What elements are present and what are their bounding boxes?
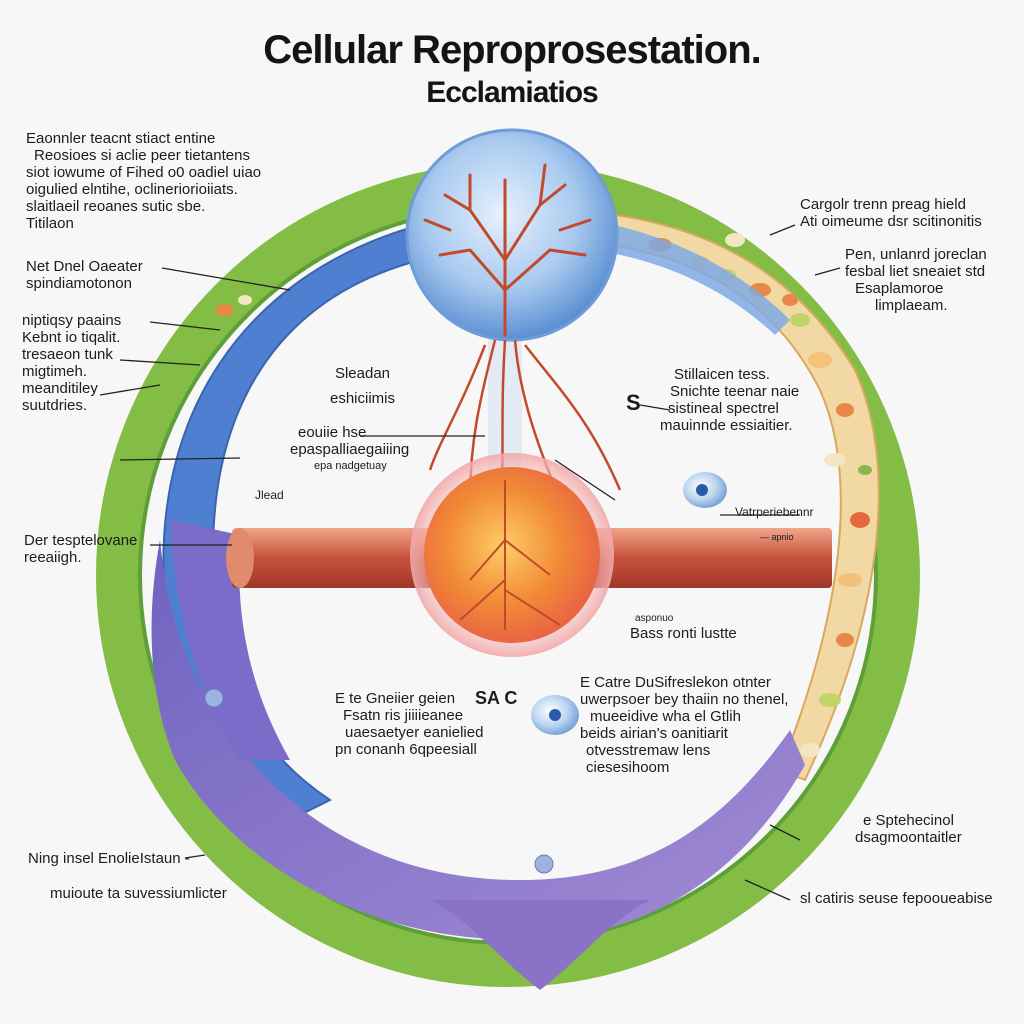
- label-right-mid-line-4: mauinnde essiaitier.: [660, 417, 793, 434]
- label-top-left-line-4: oigulied elntihe, oclineriorioiiats.: [26, 181, 238, 198]
- label-right-low-line-1: e Sptehecinol: [863, 812, 954, 829]
- purple-band: [151, 540, 805, 940]
- label-left-mid: niptiqsy paains Kebnt io tiqalit. tresae…: [22, 312, 121, 414]
- label-left-lower-line-1: Der tesptelovane: [24, 532, 138, 549]
- label-e-cluster-2-line-6: ciesesihoom: [586, 759, 670, 776]
- bottom-sphere: [424, 467, 600, 643]
- label-right-mid-line-2: Snichte teenar naie: [670, 383, 800, 400]
- label-right-upper-line-2: fesbal liet sneaiet std: [845, 263, 986, 280]
- label-e-cluster-1-line-1: E te Gneiier geien: [335, 690, 456, 707]
- diagram-subtitle: Ecclamiatios: [426, 76, 598, 109]
- dendrite-tree: [423, 163, 592, 337]
- label-right-mid: Stillaicen tess. Snichte teenar naie sis…: [660, 366, 799, 434]
- label-left-mid-line-2: Kebnt io tiqalit.: [22, 329, 121, 346]
- label-right-upper-line-4: limplaeam.: [875, 297, 948, 314]
- label-epas-line-3: epa nadgetuay: [314, 460, 387, 472]
- label-left-mid-line-4: migtimeh.: [22, 363, 88, 380]
- bar-end: [226, 528, 254, 588]
- bottom-sphere-veins: [459, 480, 561, 630]
- label-right-mid-line-3: sistineal spectrel: [668, 400, 779, 417]
- label-left-lower: Der tesptelovane reeaiigh.: [24, 532, 137, 566]
- label-top-right-line-1: Cargolr trenn preag hield: [800, 196, 966, 213]
- label-right-upper-line-1: Pen, unlanrd joreclan: [845, 246, 987, 263]
- label-e-cluster-2-line-5: otvesstremaw lens: [586, 742, 711, 759]
- label-e-cluster-1-line-2: Fsatn ris jiiiieanee: [343, 707, 464, 724]
- label-left-lower-line-2: reeaiigh.: [24, 549, 82, 566]
- label-top-left-line-5: slaitlaeil reoanes sutic sbe.: [26, 198, 206, 215]
- label-sheadan-line-1: Sleadan: [334, 365, 391, 382]
- label-c-letter: SA C: [475, 688, 518, 708]
- bubble-bottom: [534, 854, 554, 874]
- organelle-right-core: [696, 484, 708, 496]
- label-e-cluster-1-line-4: pn conanh 6qpeesiall: [335, 741, 477, 758]
- label-e-cluster-1-line-3: uaesaetyer eanielied: [345, 724, 484, 741]
- label-bottom-right: sl catiris seuse fepooueabise: [800, 890, 993, 907]
- label-top-left-line-2: Reosioes si aclie peer tietantens: [34, 147, 250, 164]
- label-bottom-left-1: Ning insel EnolieIstaun -: [28, 850, 190, 867]
- label-top-right-line-2: Ati oimeume dsr scitinonitis: [800, 213, 982, 230]
- label-e-cluster-2-line-4: beids airian's oanitiarit: [580, 725, 728, 742]
- label-left-mid-line-5: meanditiley: [22, 380, 98, 397]
- purple-left-lobe: [170, 520, 290, 760]
- top-sphere: [405, 128, 619, 342]
- label-net-dnel-line-2: spindiamotonon: [26, 275, 132, 292]
- label-left-mid-line-1: niptiqsy paains: [22, 312, 122, 329]
- diagram-title: Cellular Reproprosestation.: [263, 28, 762, 72]
- label-right-low-line-2: dsagmoontaitler: [855, 829, 962, 846]
- label-top-left-line-6: Titilaon: [26, 215, 74, 232]
- label-e-cluster-2-line-2: uwerpsoer bey thaiin no thenel,: [580, 691, 789, 708]
- label-sheadan-line-2: eshiciimis: [330, 390, 396, 407]
- organelle-center-core: [549, 709, 561, 721]
- label-epas-line-1: eouiie hse: [298, 424, 367, 441]
- label-e-cluster-2: E Catre DuSifreslekon otnter uwerpsoer b…: [580, 674, 788, 776]
- label-epas: eouiie hse epaspalliaegaiiing epa nadget…: [290, 424, 409, 475]
- label-top-right: Cargolr trenn preag hield Ati oimeume ds…: [800, 196, 982, 230]
- label-base-rondi: Bass ronti lustte: [630, 625, 737, 642]
- label-top-left-line-1: Eaonnler teacnt stiact entine: [26, 130, 216, 147]
- label-left-mid-line-6: suutdries.: [22, 397, 88, 414]
- label-top-left-line-3: siot iowume of Fihed o0 oadiel uiao: [26, 164, 262, 181]
- label-top-left: Eaonnler teacnt stiact entine Reosioes s…: [26, 130, 261, 232]
- label-right-low: e Sptehecinol dsagmoontaitler: [855, 812, 962, 846]
- label-apon: asponuo: [635, 613, 674, 624]
- label-e-cluster-2-line-3: mueeidive wha el Gtlih: [590, 708, 741, 725]
- purple-drop: [430, 900, 650, 990]
- bubble-left: [204, 688, 224, 708]
- label-s-letter: S: [626, 390, 641, 415]
- label-net-dnel-line-1: Net Dnel Oaeater: [26, 258, 143, 275]
- label-right-upper: Pen, unlanrd joreclan fesbal liet sneaie…: [845, 246, 987, 314]
- label-left-mid-line-3: tresaeon tunk: [22, 346, 113, 363]
- label-right-upper-line-3: Esaplamoroe: [855, 280, 944, 297]
- label-e-cluster-1: E te Gneiier geien Fsatn ris jiiiieanee …: [335, 690, 483, 758]
- label-small-right: — apnio: [760, 532, 794, 542]
- label-e-cluster-2-line-1: E Catre DuSifreslekon otnter: [580, 674, 771, 691]
- label-nepanoer: Vatrperiebennr: [735, 505, 814, 519]
- leader-lines: [99, 224, 841, 901]
- label-sheadan: Sleadan eshiciimis: [330, 365, 395, 407]
- label-net-dnel: Net Dnel Oaeater spindiamotonon: [26, 258, 143, 292]
- label-epas-line-2: epaspalliaegaiiing: [290, 441, 410, 458]
- label-bottom-left-2: muioute ta suvessiumlicter: [50, 885, 227, 902]
- label-right-mid-line-1: Stillaicen tess.: [674, 366, 770, 383]
- label-small-near: Jlead: [255, 488, 284, 502]
